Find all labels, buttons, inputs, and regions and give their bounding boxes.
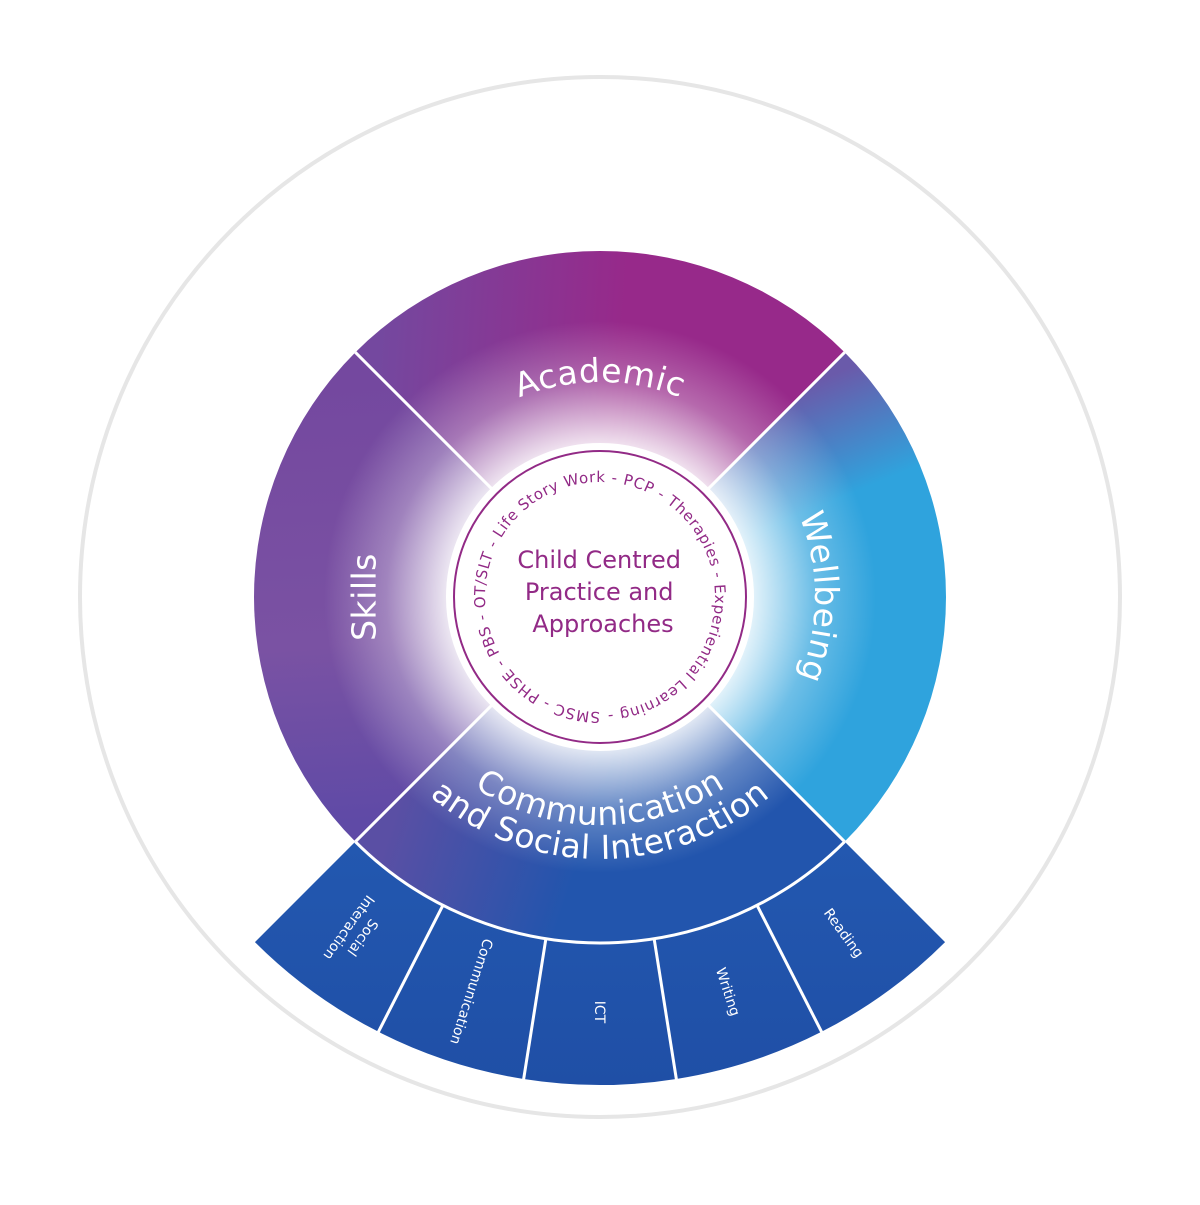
sub-segment-divider-3	[521, 938, 548, 1082]
sub-ring-inner-border	[354, 840, 846, 945]
sub-segment-2	[651, 887, 822, 1079]
quadrant-dividers	[354, 351, 846, 843]
center-title-line-3: Approaches	[532, 610, 673, 638]
quadrant-divider-4	[354, 351, 498, 495]
sub-segment-divider-1	[755, 904, 824, 1035]
quadrant-label-skills: Skills	[345, 553, 384, 641]
sub-segment-divider-2	[652, 938, 679, 1082]
center-title-line-2: Practice and	[525, 578, 674, 606]
center-circle	[446, 443, 754, 751]
sub-segment-label-3: ICT	[591, 1001, 607, 1024]
center-title: Child Centred Practice and Approaches	[517, 546, 688, 638]
center-ring-border	[453, 450, 747, 744]
sub-segment-divider-4	[376, 904, 445, 1035]
sub-segments	[254, 827, 946, 1085]
quadrant-divider-1	[702, 351, 846, 495]
center-title-line-1: Child Centred	[517, 546, 681, 574]
sub-segment-label-3-line-1: ICT	[591, 1001, 607, 1024]
quadrant-divider-3	[354, 699, 498, 843]
sub-segment-3	[523, 918, 677, 1085]
outer-boundary-ring	[78, 75, 1122, 1119]
sub-segment-4	[378, 887, 549, 1079]
quadrant-divider-2	[702, 699, 846, 843]
sub-segment-dividers	[354, 840, 846, 1082]
